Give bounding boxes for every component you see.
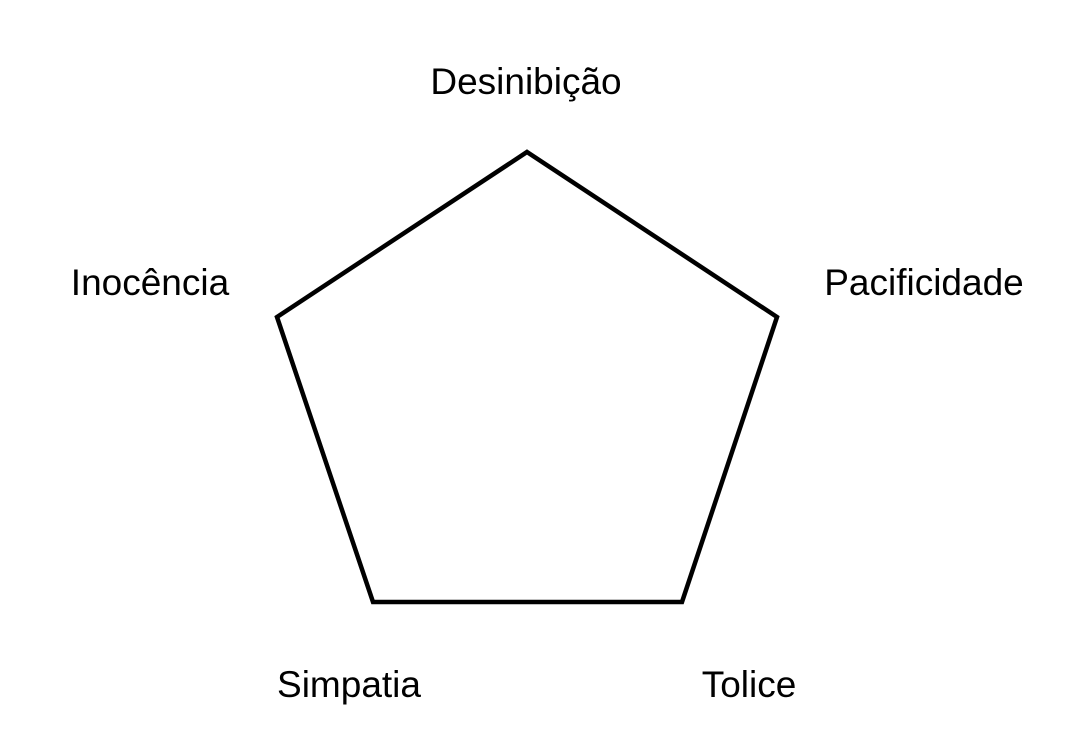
pentagon-outline [274, 149, 780, 605]
label-top: Desinibição [430, 61, 621, 102]
label-bottom-left: Simpatia [277, 664, 421, 705]
label-left: Inocência [71, 262, 230, 303]
label-right: Pacificidade [824, 262, 1024, 303]
label-bottom-right: Tolice [702, 664, 797, 705]
